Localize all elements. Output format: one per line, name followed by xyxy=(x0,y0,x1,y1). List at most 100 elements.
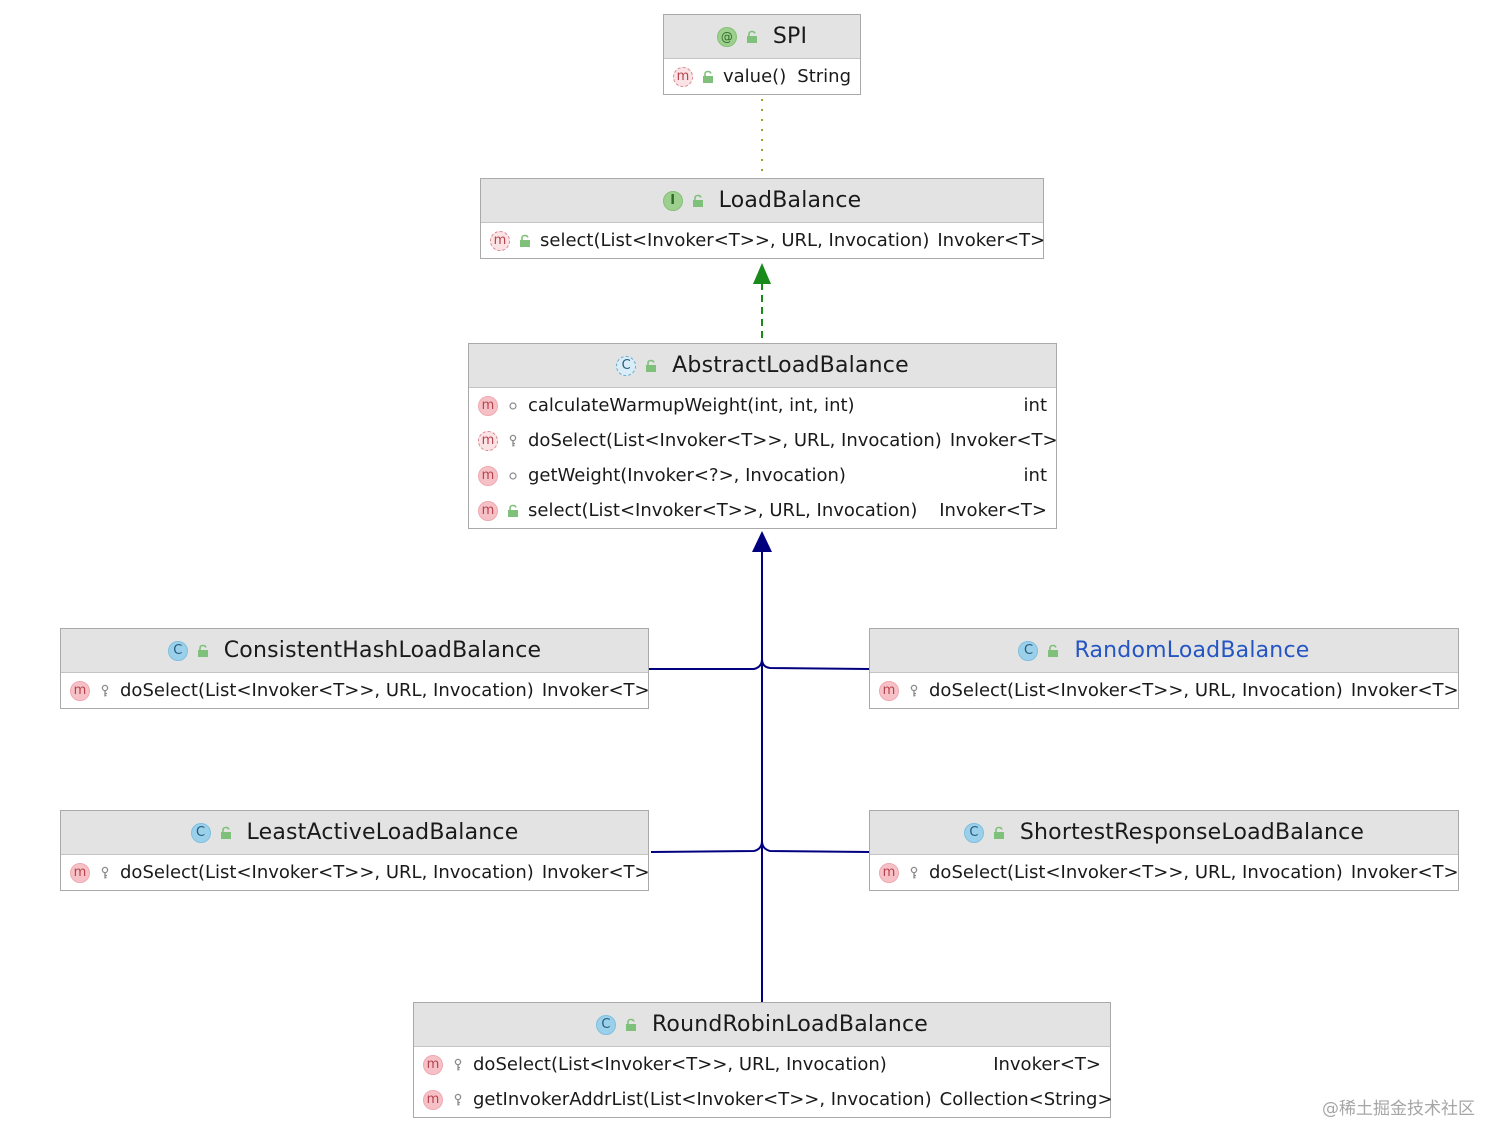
method-icon: m xyxy=(478,500,498,521)
key-icon xyxy=(451,1093,465,1107)
class-title[interactable]: SPI xyxy=(772,24,808,49)
lock-icon xyxy=(219,826,233,840)
class-icon: C xyxy=(190,822,211,843)
lock-icon xyxy=(992,826,1006,840)
method-return-type: Invoker<T> xyxy=(541,862,650,883)
abstract-method-icon: m xyxy=(478,430,498,451)
method-signature: getInvokerAddrList(List<Invoker<T>>, Inv… xyxy=(473,1089,932,1110)
lock-icon xyxy=(745,30,759,44)
edge-consistenthash-extends xyxy=(649,658,763,670)
method-return-type: Invoker<T> xyxy=(937,230,1046,251)
method-icon: m xyxy=(478,465,498,486)
method-row[interactable]: m getWeight(Invoker<?>, Invocation) int xyxy=(469,458,1056,493)
lock-icon xyxy=(691,194,705,208)
implements-arrowhead xyxy=(753,263,771,284)
method-return-type: Invoker<T> xyxy=(541,680,650,701)
method-icon: m xyxy=(423,1054,443,1075)
class-title[interactable]: ShortestResponseLoadBalance xyxy=(1019,820,1365,845)
method-return-type: Invoker<T> xyxy=(1350,680,1459,701)
method-icon: m xyxy=(879,862,899,883)
abstract-class-icon: C xyxy=(616,355,637,376)
method-return-type: int xyxy=(1023,465,1047,486)
method-icon: m xyxy=(478,395,498,416)
key-icon xyxy=(98,866,112,880)
extends-arrowhead xyxy=(752,531,772,552)
watermark: @稀土掘金技术社区 xyxy=(1322,1099,1475,1119)
class-randomloadbalance[interactable]: C RandomLoadBalance m doSelect(List<Invoker… xyxy=(869,628,1459,709)
class-icon: C xyxy=(167,640,188,661)
class-spi[interactable]: @ SPI m value() String xyxy=(663,14,861,95)
method-return-type: Invoker<T> xyxy=(1350,862,1459,883)
abstract-method-icon: m xyxy=(673,66,693,87)
class-title[interactable]: RandomLoadBalance xyxy=(1074,638,1310,663)
lock-icon xyxy=(624,1018,638,1032)
key-icon xyxy=(98,684,112,698)
method-signature: doSelect(List<Invoker<T>>, URL, Invocati… xyxy=(473,1054,887,1075)
key-icon xyxy=(907,684,921,698)
method-row[interactable]: m select(List<Invoker<T>>, URL, Invocatio… xyxy=(481,223,1046,258)
method-row[interactable]: m calculateWarmupWeight(int, int, int) int xyxy=(469,388,1056,423)
method-return-type: Invoker<T> xyxy=(939,500,1047,521)
package-visibility-icon xyxy=(506,399,520,413)
method-return-type: Invoker<T> xyxy=(949,430,1058,451)
class-header: C LeastActiveLoadBalance xyxy=(61,811,648,855)
method-row[interactable]: m doSelect(List<Invoker<T>>, URL, Invocat… xyxy=(870,673,1459,708)
lock-icon xyxy=(506,504,520,518)
method-icon: m xyxy=(879,680,899,701)
class-header: C AbstractLoadBalance xyxy=(469,344,1056,388)
class-header: C RandomLoadBalance xyxy=(870,629,1458,673)
class-header: C RoundRobinLoadBalance xyxy=(414,1003,1110,1047)
class-icon: C xyxy=(1018,640,1039,661)
method-signature: doSelect(List<Invoker<T>>, URL, Invocati… xyxy=(929,680,1343,701)
method-signature: doSelect(List<Invoker<T>>, URL, Invocati… xyxy=(120,680,534,701)
key-icon xyxy=(907,866,921,880)
method-return-type: int xyxy=(1023,395,1047,416)
class-title[interactable]: LeastActiveLoadBalance xyxy=(246,820,519,845)
method-signature: calculateWarmupWeight(int, int, int) xyxy=(528,395,855,416)
class-roundrobinloadbalance[interactable]: C RoundRobinLoadBalance m doSelect(List<Inv… xyxy=(413,1002,1113,1118)
method-signature: select(List<Invoker<T>>, URL, Invocation… xyxy=(540,230,930,251)
class-title[interactable]: ConsistentHashLoadBalance xyxy=(223,638,542,663)
edge-leastactive-extends xyxy=(650,840,763,853)
method-signature: value() xyxy=(723,66,787,87)
class-header: C ShortestResponseLoadBalance xyxy=(870,811,1458,855)
class-header: @ SPI xyxy=(664,15,860,59)
lock-icon xyxy=(1046,644,1060,658)
method-row[interactable]: m value() String xyxy=(664,59,860,94)
abstract-method-icon: m xyxy=(490,230,510,251)
lock-icon xyxy=(644,359,658,373)
method-signature: doSelect(List<Invoker<T>>, URL, Invocati… xyxy=(929,862,1343,883)
method-signature: doSelect(List<Invoker<T>>, URL, Invocati… xyxy=(528,430,942,451)
class-loadbalance[interactable]: I LoadBalance m select(List<Invoker<T>>, UR… xyxy=(480,178,1046,259)
class-abstractloadbalance[interactable]: C AbstractLoadBalance m calculateWarmupWeig… xyxy=(468,343,1058,529)
method-signature: getWeight(Invoker<?>, Invocation) xyxy=(528,465,846,486)
package-visibility-icon xyxy=(506,469,520,483)
class-title[interactable]: LoadBalance xyxy=(718,188,862,213)
class-icon: C xyxy=(963,822,984,843)
method-return-type: Invoker<T> xyxy=(993,1054,1101,1075)
class-icon: C xyxy=(595,1014,616,1035)
method-row[interactable]: m doSelect(List<Invoker<T>>, URL, Invocat… xyxy=(414,1047,1110,1082)
method-return-type: Collection<String> xyxy=(939,1089,1113,1110)
class-title[interactable]: RoundRobinLoadBalance xyxy=(651,1012,929,1037)
interface-icon: I xyxy=(662,190,683,211)
class-shortestresponseloadbalance[interactable]: C ShortestResponseLoadBalance m doSelect(Li… xyxy=(869,810,1459,891)
method-row[interactable]: m doSelect(List<Invoker<T>>, URL, Invocat… xyxy=(870,855,1459,890)
annotation-icon: @ xyxy=(716,26,737,47)
edge-random-extends xyxy=(761,658,870,670)
method-signature: doSelect(List<Invoker<T>>, URL, Invocati… xyxy=(120,862,534,883)
method-return-type: String xyxy=(797,66,851,87)
key-icon xyxy=(451,1058,465,1072)
method-row[interactable]: m doSelect(List<Invoker<T>>, URL, Invocat… xyxy=(469,423,1058,458)
class-title[interactable]: AbstractLoadBalance xyxy=(672,353,909,378)
class-header: I LoadBalance xyxy=(481,179,1043,223)
lock-icon xyxy=(518,234,532,248)
key-icon xyxy=(506,434,520,448)
